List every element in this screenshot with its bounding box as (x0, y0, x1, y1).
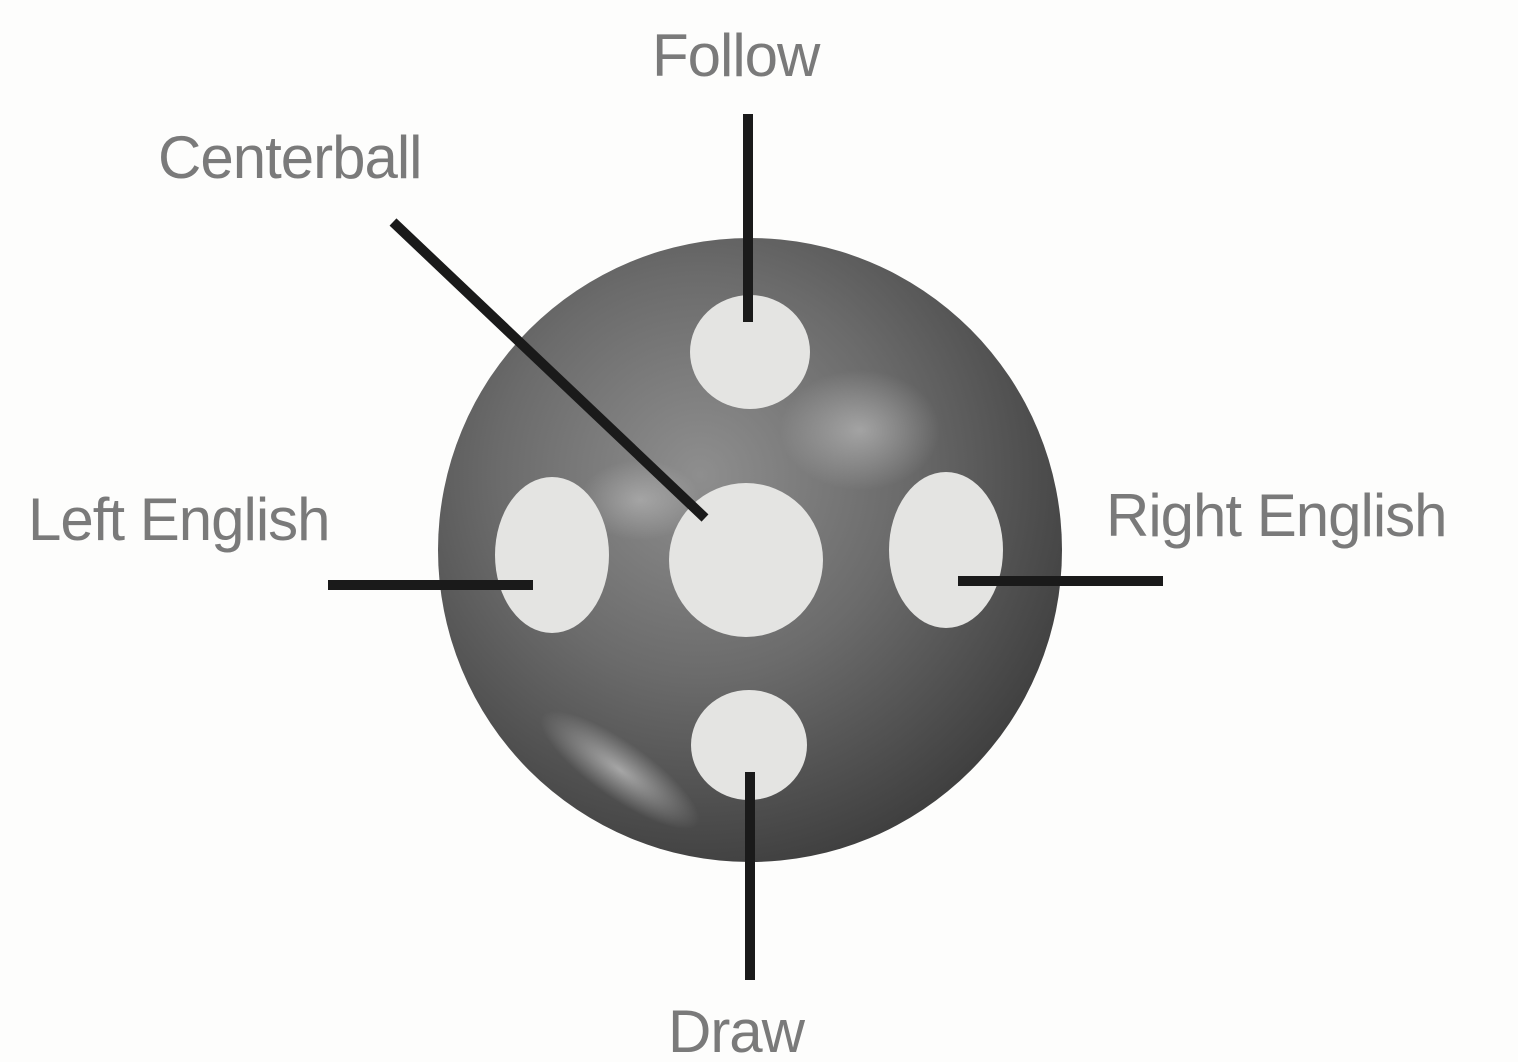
left-english-label: Left English (28, 490, 330, 550)
left-english-spot (495, 477, 609, 633)
right-english-label: Right English (1106, 486, 1447, 546)
right-english-spot (889, 472, 1003, 628)
follow-label: Follow (652, 26, 819, 86)
draw-label: Draw (668, 1002, 804, 1062)
ball-highlight (780, 370, 940, 490)
centerball-label: Centerball (158, 128, 422, 188)
